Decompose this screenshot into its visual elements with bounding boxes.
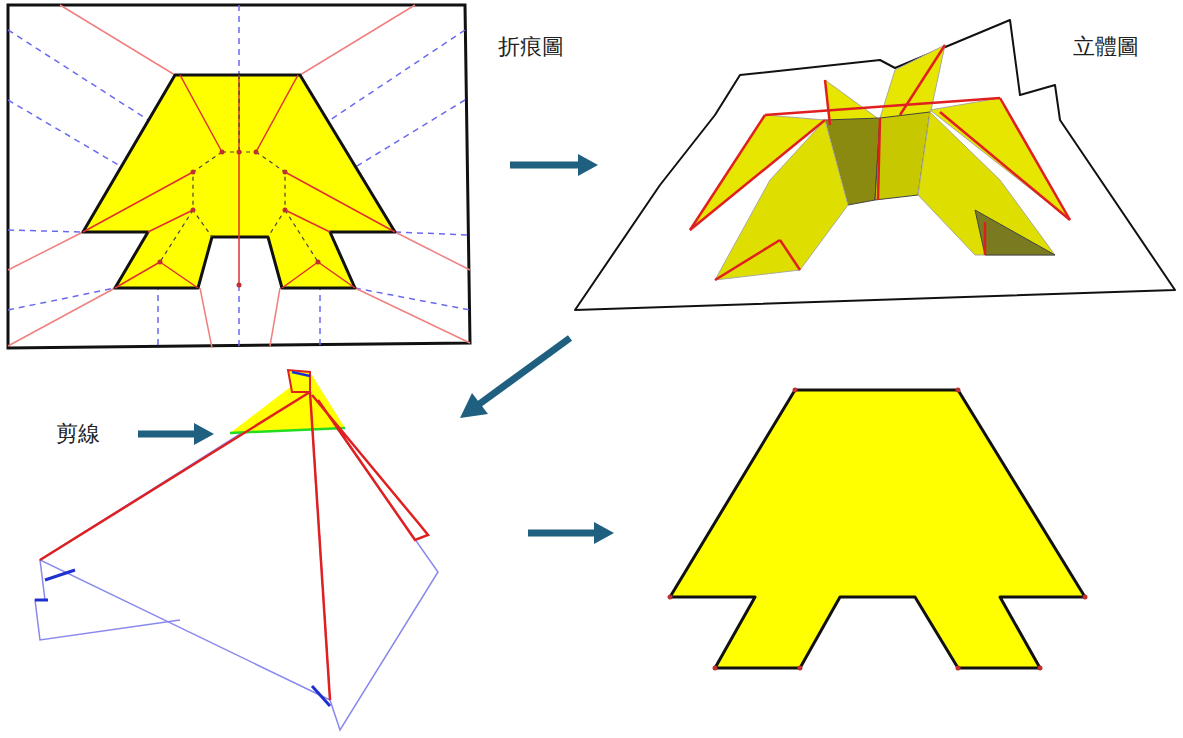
flow-arrows [138, 154, 614, 544]
cut-line-label: 剪線 [56, 421, 100, 447]
crease-pattern [8, 5, 470, 348]
vertex-dots [668, 388, 1088, 671]
view-label: 折痕圖 [498, 34, 564, 60]
view-label: 立體圖 [1073, 34, 1139, 60]
folded-paper [35, 370, 438, 730]
3d-view [575, 20, 1175, 310]
cut-shape [670, 390, 1085, 668]
